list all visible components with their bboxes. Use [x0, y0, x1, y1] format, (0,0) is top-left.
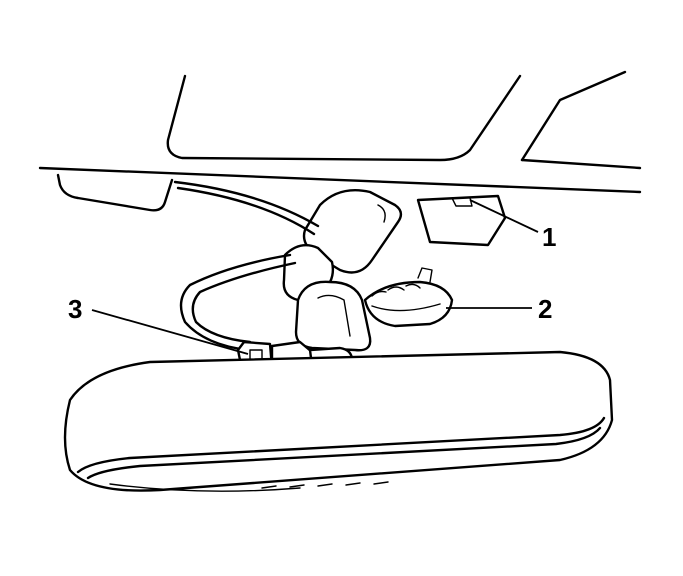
left-trim-bracket	[56, 173, 174, 212]
callout-2-label: 2	[538, 294, 552, 324]
connector-boot	[294, 280, 372, 352]
mirror-vent-slots	[261, 481, 389, 489]
callout-1-label: 1	[542, 222, 556, 252]
wiring-harness	[173, 180, 320, 352]
sensor-housing	[416, 194, 507, 247]
headliner	[38, 70, 642, 194]
wire-clip	[363, 267, 454, 328]
callout-3-label: 3	[68, 294, 82, 324]
rearview-mirror	[63, 350, 614, 492]
callout-leaders	[91, 199, 539, 355]
